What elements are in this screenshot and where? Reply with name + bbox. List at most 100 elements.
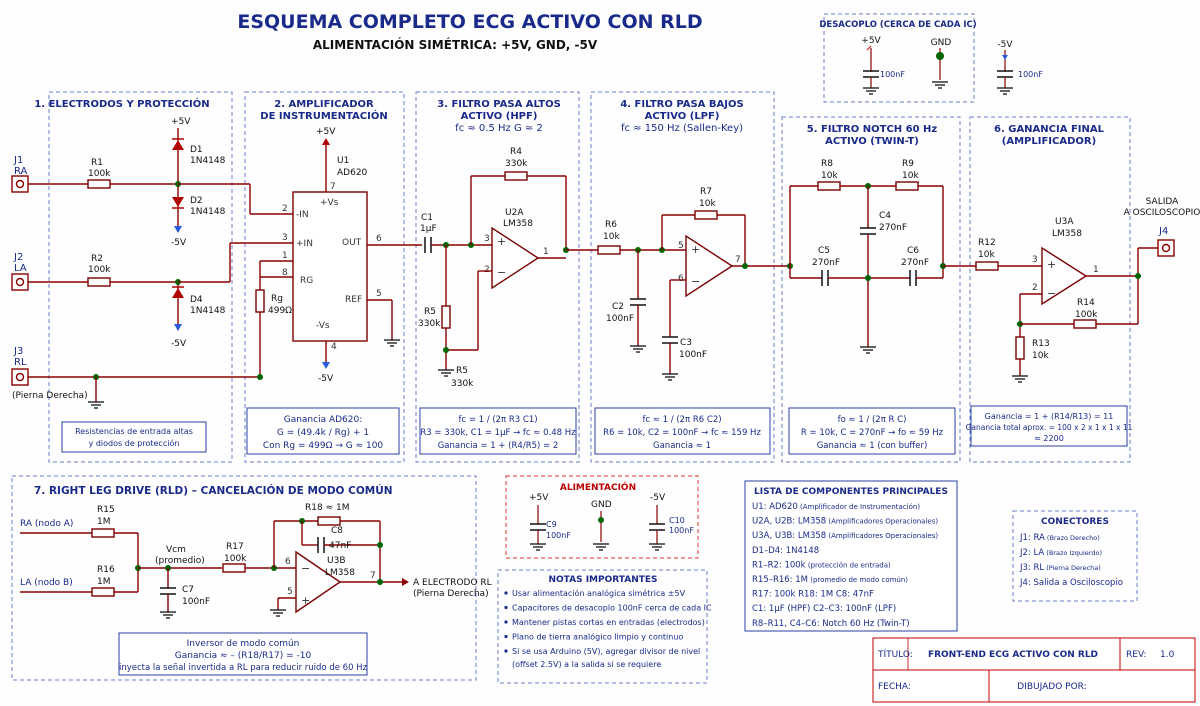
section1-note <box>61 421 207 453</box>
drawn-by-label: DIBUJADO POR: <box>1017 682 1086 692</box>
section3-note-line2: R3 = 330k, C1 = 1µF → fc ≈ 0.48 Hz <box>420 428 576 438</box>
svg-text:+: + <box>301 594 310 607</box>
u2b-pin5: 5 <box>678 241 684 251</box>
u3b-value: LM358 <box>325 568 355 578</box>
note-bullet <box>504 620 508 624</box>
u2a-pin1: 1 <box>543 247 549 257</box>
section2-title: 2. AMPLIFICADOR <box>274 99 374 110</box>
r1-label: R1 <box>91 158 103 168</box>
section2-box <box>244 91 405 463</box>
vcm-note: (promedio) <box>155 556 205 566</box>
r15-value: 1M <box>97 517 111 527</box>
j3-label: J3 <box>13 346 23 357</box>
section5-subtitle: ACTIVO (TWIN-T) <box>825 136 919 147</box>
important-notes-panel: NOTAS IMPORTANTES Usar alimentación anal… <box>497 569 712 684</box>
section3-note-line3: Ganancia = 1 + (R4/R5) = 2 <box>438 441 559 451</box>
u3b-pin6: 6 <box>285 557 291 567</box>
u1-label: U1 <box>337 156 349 166</box>
u3b-opamp <box>295 550 342 614</box>
parts-list-item: R8–R11, C4–C6: Notch 60 Hz (Twin-T) <box>752 619 910 629</box>
svg-text:−: − <box>301 562 310 575</box>
decoupling-plus-label: +5V <box>861 36 881 46</box>
parts-list-note: (Amplificadores Operacionales) <box>826 518 938 526</box>
power-plus-label: +5V <box>529 493 549 503</box>
r12-value: 10k <box>978 250 995 260</box>
c3-label: C3 <box>680 338 692 348</box>
d4-value: 1N4148 <box>190 306 226 316</box>
u1-pin7: 7 <box>330 182 336 192</box>
la-node-label: LA (nodo B) <box>20 578 73 588</box>
u2a-pin2: 2 <box>484 265 490 275</box>
c6-value: 270nF <box>901 258 929 268</box>
u3a-pin2: 2 <box>1032 283 1038 293</box>
d2-label: D2 <box>190 196 203 206</box>
section7-note-line2: Ganancia ≈ – (R18/R17) = -10 <box>175 651 312 661</box>
r16-label: R16 <box>97 565 115 575</box>
u2a-label: U2A <box>505 208 524 218</box>
svg-text:+: + <box>497 235 506 248</box>
svg-text:−: − <box>497 266 506 279</box>
important-note-item: Plano de tierra analógico limpio y conti… <box>512 632 683 642</box>
svg-text:−: − <box>1047 287 1056 300</box>
connector-note: (Brazo Derecho) <box>1045 534 1100 542</box>
r3-label: R5 <box>424 307 436 317</box>
u3a-value: LM358 <box>1052 229 1082 239</box>
decoupling-cap1-value: 100nF <box>880 70 905 79</box>
section2-note-line1: Ganancia AD620: <box>284 415 363 425</box>
c10-label: C10 <box>669 516 685 525</box>
r2-value: 100k <box>88 265 111 275</box>
r17-label: R17 <box>226 542 244 552</box>
section6-box <box>969 116 1131 463</box>
u1-pin4: 4 <box>331 342 337 352</box>
parts-list-item: U3A, U3B: LM358 (Amplificadores Operacio… <box>752 531 938 541</box>
parts-list-item: C1: 1µF (HPF) C2–C3: 100nF (LPF) <box>752 604 896 614</box>
c10-value: 100nF <box>669 526 694 535</box>
u1-in-minus: -IN <box>296 210 309 220</box>
high-pass-filter: C1 1µF R5 330k + − 3 2 U2A LM358 R4 330k… <box>418 147 577 455</box>
r8-label: R8 <box>821 159 833 169</box>
r3-value: 330k <box>418 319 441 329</box>
c5-value: 270nF <box>812 258 840 268</box>
c3-value: 100nF <box>679 350 707 360</box>
ra-node-label: RA (nodo A) <box>20 519 73 529</box>
j3-connector <box>11 368 29 386</box>
u1-pin6: 6 <box>376 234 382 244</box>
section4-spec: fc ≈ 150 Hz (Sallen-Key) <box>621 123 743 134</box>
j2-connector <box>11 273 29 291</box>
c2-label: C2 <box>612 302 624 312</box>
decoupling-cap2-value: 100nF <box>1018 70 1043 79</box>
svg-text:−: − <box>691 275 700 288</box>
u1-value: AD620 <box>337 168 368 178</box>
section4-note-line1: fc ≈ 1 / (2π R6 C2) <box>642 415 721 425</box>
r17-value: 100k <box>224 554 247 564</box>
u1-body <box>292 191 368 342</box>
section1-box <box>48 91 233 463</box>
section3-note-line1: fc = 1 / (2π R3 C1) <box>458 415 537 425</box>
u3a-pin1: 1 <box>1093 265 1099 275</box>
section4-subtitle: ACTIVO (LPF) <box>645 111 720 122</box>
u2b-pin7: 7 <box>735 255 741 265</box>
section6-note-line1: Ganancia = 1 + (R14/R13) = 11 <box>985 412 1114 421</box>
section1-title: 1. ELECTRODOS Y PROTECCIÓN <box>34 97 209 110</box>
parts-list-note: (Amplificador de Instrumentación) <box>798 503 921 511</box>
section6-note-line2: Ganancia total aprox. = 100 x 2 x 1 x 1 … <box>966 423 1133 432</box>
r12-label: R12 <box>978 238 996 248</box>
rld-output-label: A ELECTRODO RL <box>413 578 492 588</box>
important-note-item: Mantener pistas cortas en entradas (elec… <box>512 618 705 627</box>
u2a-value: LM358 <box>503 219 533 229</box>
important-notes-title: NOTAS IMPORTANTES <box>549 575 658 585</box>
notch-filter: R8 10k R9 10k C4 270nF C5 270nF C6 270nF… <box>787 159 976 455</box>
u1-rg: RG <box>300 276 313 286</box>
important-note-item: Usar alimentación analógica simétrica ±5… <box>512 588 686 598</box>
connector-item: J3: RL (Pierna Derecha) <box>1019 563 1101 573</box>
c9-value: 100nF <box>546 531 571 540</box>
drawing-title: FRONT-END ECG ACTIVO CON RLD <box>928 650 1098 660</box>
section7-note-line1: Inversor de modo común <box>187 639 300 649</box>
section2-subtitle: DE INSTRUMENTACIÓN <box>260 109 387 122</box>
c8-label: C8 <box>331 526 343 536</box>
d2-value: 1N4148 <box>190 207 226 217</box>
c9-label: C9 <box>546 520 557 529</box>
parts-list-note: (promedio de modo común) <box>808 576 908 584</box>
